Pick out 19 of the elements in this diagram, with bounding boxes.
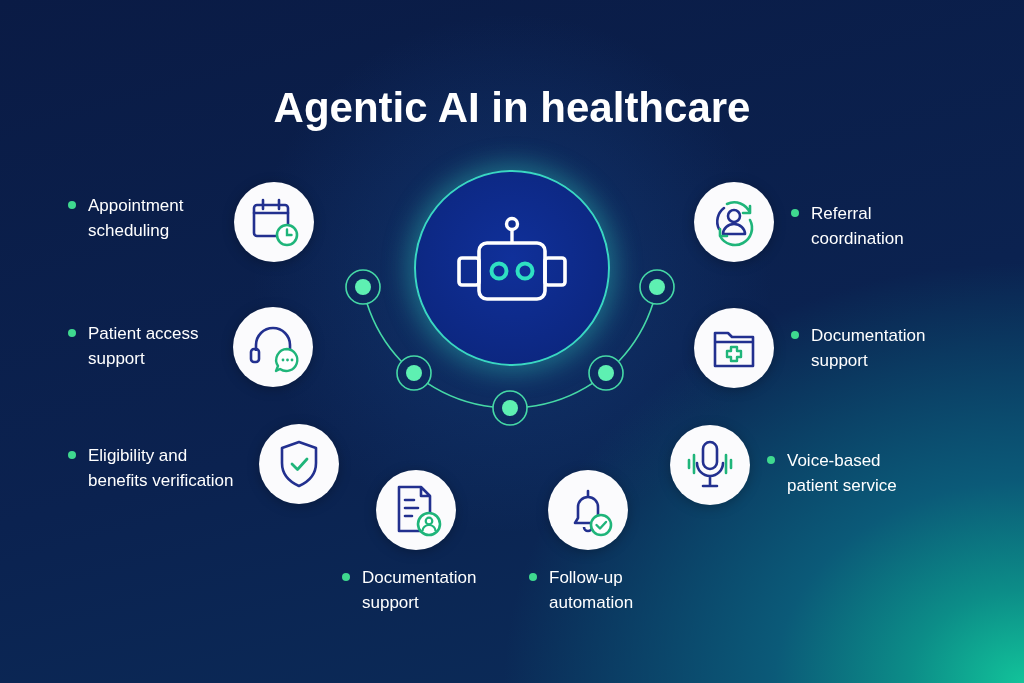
ring-dot-icon xyxy=(492,390,528,426)
ring-dot-icon xyxy=(395,354,432,391)
hub-circle xyxy=(414,170,610,366)
arc-connector xyxy=(426,382,494,408)
arc-connector xyxy=(526,382,594,408)
feature-label: Documentation support xyxy=(362,567,478,614)
arc-connector xyxy=(366,302,402,363)
feature-label: Patient access support xyxy=(88,323,200,370)
feature-label: Appointment scheduling xyxy=(88,195,185,242)
ring-dot-icon xyxy=(588,354,625,391)
title: Agentic AI in healthcare xyxy=(273,84,751,132)
feature-label: Follow-up automation xyxy=(549,567,635,614)
feature-label: Voice-based patient service xyxy=(787,450,898,497)
feature-label: Documentation support xyxy=(811,325,927,372)
ring-dot-icon xyxy=(639,268,676,305)
feature-label: Referral coordination xyxy=(811,203,905,250)
ring-dot-icon xyxy=(344,268,381,305)
arc-connector xyxy=(618,302,654,363)
feature-label: Eligibility and benefits verification xyxy=(88,445,235,492)
